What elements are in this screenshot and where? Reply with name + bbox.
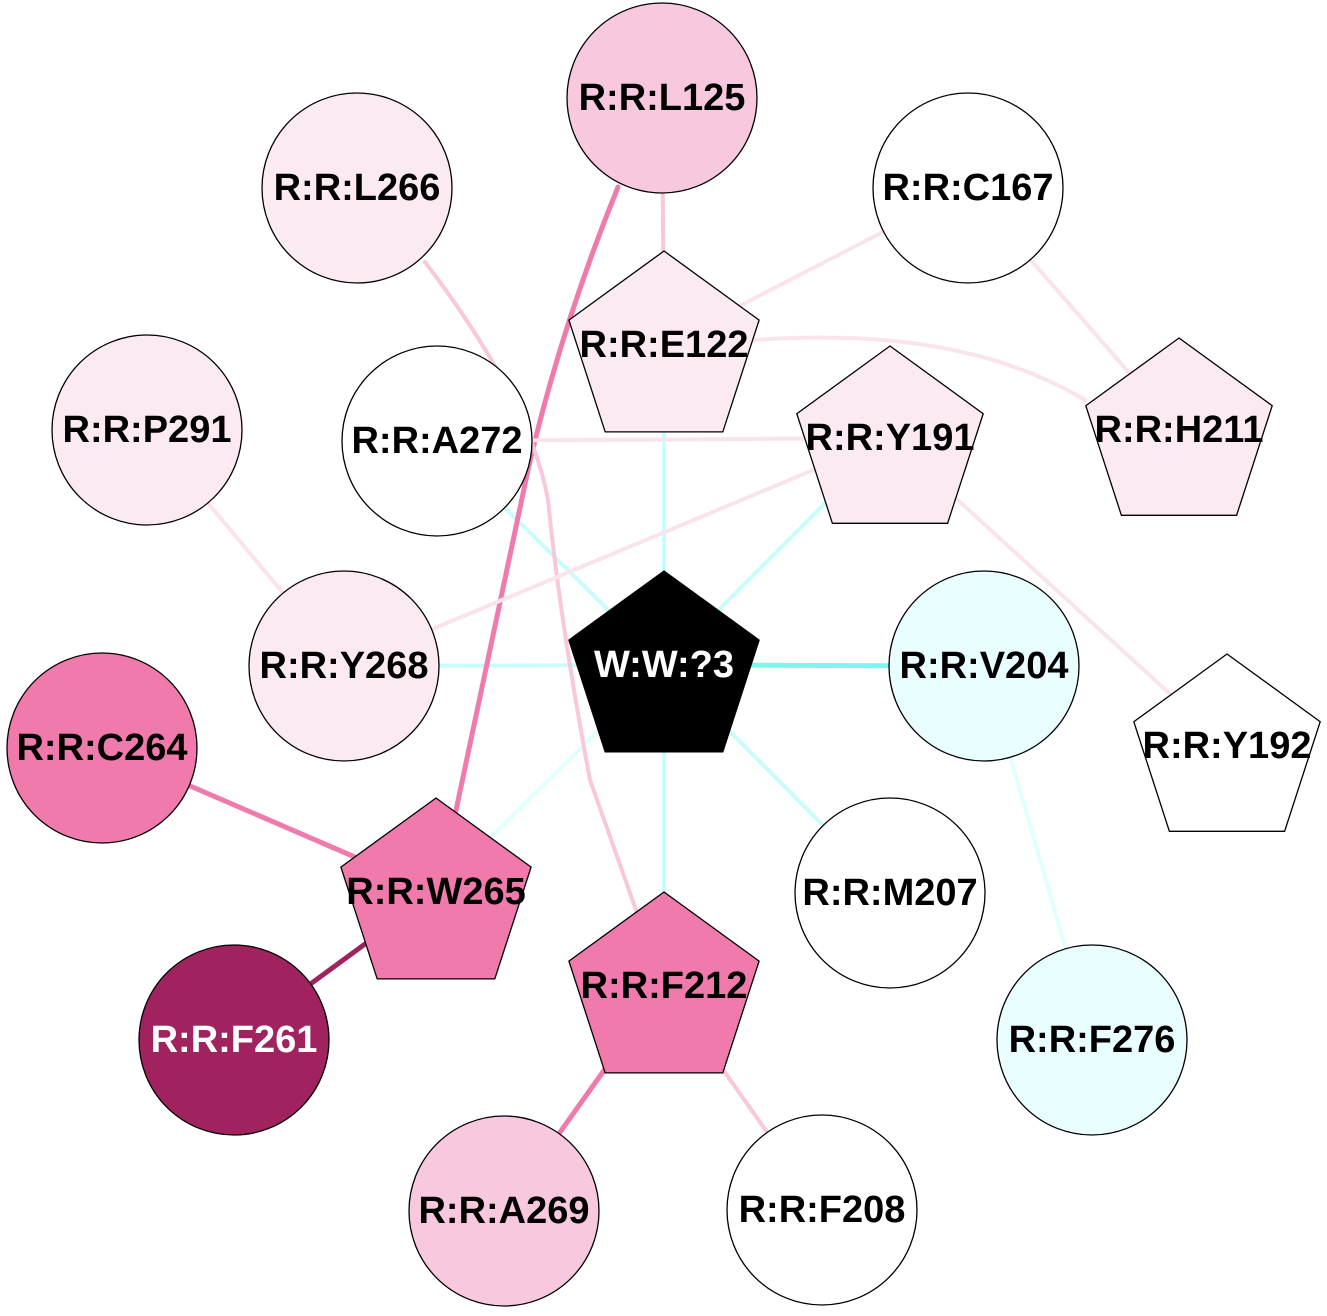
node-shape-pentagon [1133, 653, 1321, 832]
edge-l266-f212 [423, 260, 638, 912]
node-shape-circle [996, 944, 1188, 1136]
node-label: R:R:V204 [900, 645, 1069, 687]
node-y192: R:R:Y192 [1133, 653, 1321, 832]
node-y268: R:R:Y268 [248, 570, 440, 762]
node-shape-circle [138, 944, 330, 1136]
node-l266: R:R:L266 [261, 92, 453, 284]
node-label: R:R:L125 [579, 77, 746, 119]
node-label: R:R:C167 [882, 167, 1053, 209]
node-label: R:R:P291 [63, 409, 232, 451]
node-shape-circle [6, 652, 198, 844]
node-v204: R:R:V204 [888, 570, 1080, 762]
node-f261: R:R:F261 [138, 944, 330, 1136]
node-label: R:R:C264 [16, 727, 187, 769]
node-m207: R:R:M207 [794, 797, 986, 989]
node-shape-pentagon [1085, 337, 1273, 516]
node-shape-pentagon [340, 797, 532, 980]
node-label: R:R:Y268 [260, 645, 429, 687]
node-label: R:R:F261 [151, 1019, 318, 1061]
node-shape-circle [872, 92, 1064, 284]
node-shape-pentagon [568, 250, 760, 433]
node-label: W:W:?3 [594, 644, 734, 686]
node-shape-circle [51, 334, 243, 526]
node-a272: R:R:A272 [341, 345, 533, 537]
node-label: R:R:Y192 [1143, 725, 1312, 767]
node-label: R:R:F208 [739, 1189, 906, 1231]
node-label: R:R:Y191 [806, 417, 975, 459]
node-label: R:R:A269 [418, 1190, 589, 1232]
node-shape-pentagon [796, 345, 984, 524]
node-w265: R:R:W265 [340, 797, 532, 980]
node-e122: R:R:E122 [568, 250, 760, 433]
node-shape-circle [408, 1115, 600, 1307]
node-w3: W:W:?3 [568, 570, 760, 753]
node-h211: R:R:H211 [1085, 337, 1273, 516]
node-shape-circle [566, 2, 758, 194]
node-l125: R:R:L125 [566, 2, 758, 194]
node-shape-circle [726, 1114, 918, 1306]
node-label: R:R:E122 [580, 324, 749, 366]
node-f212: R:R:F212 [568, 891, 760, 1074]
node-a269: R:R:A269 [408, 1115, 600, 1307]
node-shape-circle [794, 797, 986, 989]
node-c264: R:R:C264 [6, 652, 198, 844]
node-label: R:R:W265 [346, 871, 525, 913]
node-label: R:R:M207 [802, 872, 977, 914]
node-label: R:R:F212 [581, 965, 748, 1007]
node-f276: R:R:F276 [996, 944, 1188, 1136]
node-label: R:R:H211 [1095, 409, 1264, 451]
node-p291: R:R:P291 [51, 334, 243, 526]
node-shape-circle [248, 570, 440, 762]
edge-y191-y268 [342, 436, 892, 668]
node-y191: R:R:Y191 [796, 345, 984, 524]
node-shape-pentagon [568, 570, 760, 753]
node-f208: R:R:F208 [726, 1114, 918, 1306]
node-label: R:R:L266 [274, 167, 441, 209]
node-c167: R:R:C167 [872, 92, 1064, 284]
node-shape-circle [888, 570, 1080, 762]
node-shape-circle [341, 345, 533, 537]
node-label: R:R:F276 [1009, 1019, 1176, 1061]
node-shape-pentagon [568, 891, 760, 1074]
node-shape-circle [261, 92, 453, 284]
node-label: R:R:A272 [351, 420, 522, 462]
edge-e122-h211 [753, 335, 1087, 402]
